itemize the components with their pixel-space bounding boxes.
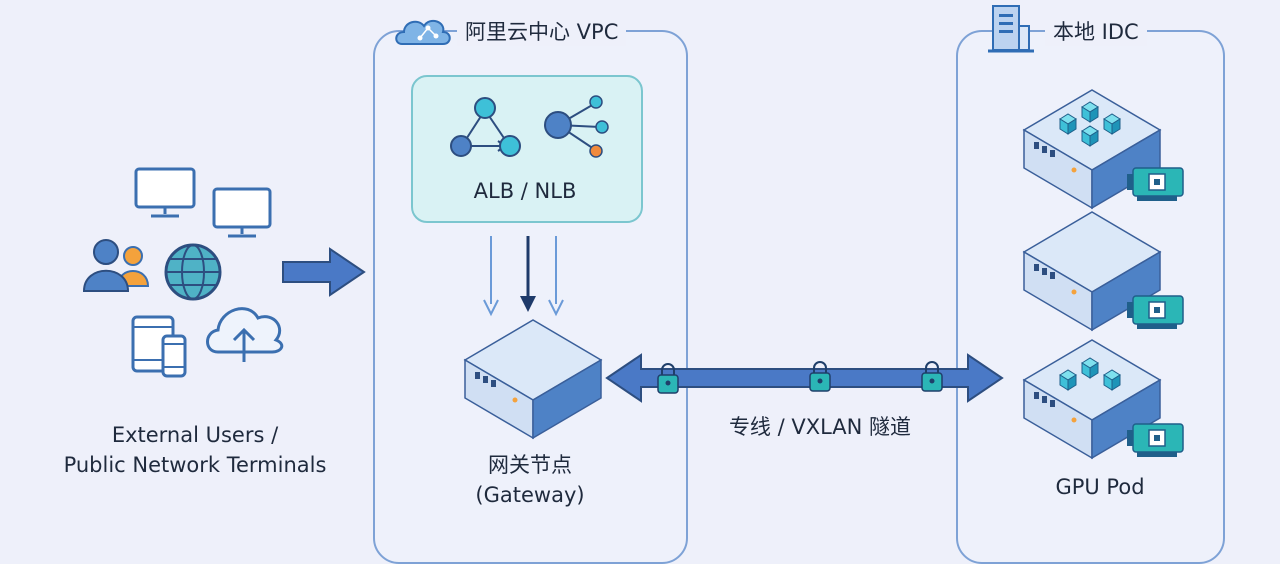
load-balancer-label: ALB / NLB	[473, 179, 577, 203]
phone-icon	[161, 334, 187, 378]
idc-title: 本地 IDC	[1045, 16, 1147, 46]
tunnel-arrow	[605, 353, 1004, 403]
diagram-canvas	[82, 5, 1184, 459]
cloud-upload-icon	[206, 307, 284, 362]
users-label: External Users / Public Network Terminal…	[60, 420, 330, 480]
monitor-icon	[134, 167, 196, 218]
lock-icon	[809, 361, 831, 392]
cube-icon	[1059, 369, 1077, 391]
gpu-card-icon	[1126, 167, 1184, 202]
lock-icon	[921, 361, 943, 392]
load-balancer-box	[411, 75, 643, 223]
lb-to-gateway-arrows	[483, 236, 564, 317]
gateway-label: 网关节点 (Gateway)	[440, 450, 620, 510]
gateway-label-line1: 网关节点	[488, 453, 572, 477]
gpu-card-icon	[1126, 423, 1184, 458]
ingress-arrow	[282, 247, 366, 297]
tunnel-label: 专线 / VXLAN 隧道	[728, 415, 912, 439]
users-label-line1: External Users /	[111, 423, 279, 447]
gateway-label-line2: (Gateway)	[475, 483, 585, 507]
building-icon	[988, 5, 1034, 53]
gateway-server-icon	[464, 319, 602, 439]
gpu-pod-label: GPU Pod	[1055, 475, 1145, 499]
cube-icon	[1059, 113, 1077, 135]
cloud-icon	[395, 19, 451, 45]
hub-nodes-icon	[544, 95, 609, 158]
users-label-line2: Public Network Terminals	[63, 453, 327, 477]
globe-icon	[164, 243, 222, 301]
users-icon	[82, 239, 150, 292]
triangle-nodes-icon	[450, 97, 521, 157]
cube-icon	[1103, 369, 1121, 391]
cube-icon	[1081, 101, 1099, 123]
vpc-title: 阿里云中心 VPC	[457, 16, 627, 46]
monitor-icon	[212, 187, 272, 238]
cube-icon	[1103, 113, 1121, 135]
gpu-card-icon	[1126, 295, 1184, 330]
cube-icon	[1081, 357, 1099, 379]
cube-icon	[1081, 125, 1099, 147]
